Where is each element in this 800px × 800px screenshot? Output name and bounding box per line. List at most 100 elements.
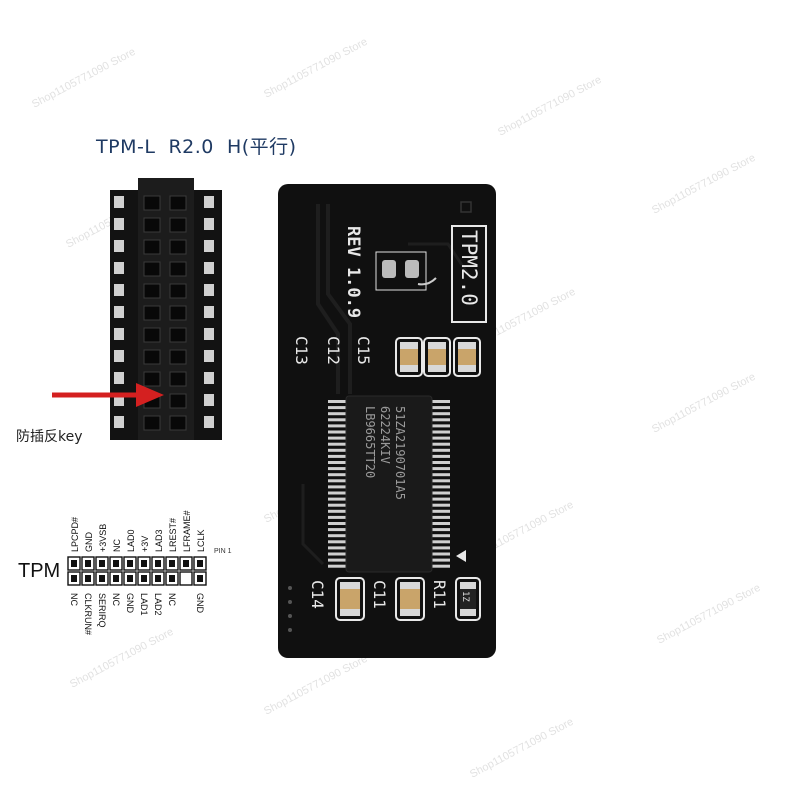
header-pin-dot bbox=[85, 560, 91, 567]
connector-pin bbox=[204, 372, 214, 384]
jumper-pads bbox=[375, 251, 437, 291]
connector-socket-hole bbox=[169, 349, 187, 365]
chip-lead bbox=[432, 485, 450, 489]
chip-lead bbox=[432, 412, 450, 416]
connector-socket-hole bbox=[169, 239, 187, 255]
pin-label-top: +3VSB bbox=[98, 523, 108, 552]
top-capacitors bbox=[395, 337, 481, 377]
pin-label-bottom: CLKRUN# bbox=[83, 593, 93, 636]
chip-lead bbox=[328, 442, 346, 446]
connector-pin bbox=[114, 350, 124, 362]
component-outline bbox=[335, 577, 365, 621]
header-pin-dot bbox=[155, 575, 161, 582]
chip-lead bbox=[328, 546, 346, 550]
connector-pin bbox=[114, 218, 124, 230]
chip-lead bbox=[432, 461, 450, 464]
pin-label-top: +3V bbox=[140, 535, 150, 552]
chip-lead bbox=[432, 540, 450, 544]
capacitor bbox=[428, 342, 446, 372]
chip-lead bbox=[432, 424, 450, 428]
pin-label-bottom: LAD2 bbox=[153, 593, 163, 616]
connector-socket-hole bbox=[169, 393, 187, 409]
capacitor bbox=[460, 582, 476, 616]
connector-pin bbox=[204, 240, 214, 252]
tpm-module-pcb: TPM2.0 REV 1.0.9 C13 C12 C15 LB9665TT20 … bbox=[278, 184, 496, 658]
chip-lead bbox=[328, 558, 346, 562]
component-outline bbox=[455, 577, 481, 621]
pin-label-bottom: GND bbox=[195, 593, 205, 613]
tpm20-text: TPM2.0 bbox=[457, 230, 481, 306]
pin-label-bottom: NC bbox=[69, 593, 79, 606]
chip-lead bbox=[432, 503, 450, 507]
capacitor-terminal bbox=[400, 365, 418, 372]
chip-lead bbox=[432, 491, 450, 495]
chip-lead bbox=[328, 418, 346, 422]
connector-pin bbox=[204, 218, 214, 230]
chip-lead bbox=[328, 515, 346, 519]
connector-pin bbox=[204, 394, 214, 406]
ref-r11: R11 bbox=[430, 580, 449, 609]
connector-pin bbox=[204, 262, 214, 274]
connector-socket-hole bbox=[169, 217, 187, 233]
pin1-triangle-icon bbox=[456, 550, 466, 562]
chip-lead bbox=[432, 558, 450, 562]
header-pin-dot bbox=[113, 560, 119, 567]
header-pin-dot bbox=[71, 560, 77, 567]
connector-pin bbox=[114, 284, 124, 296]
header-pin-dot bbox=[71, 575, 77, 582]
chip-lead bbox=[432, 454, 450, 458]
capacitor bbox=[400, 582, 420, 616]
key-label: 防插反key bbox=[16, 429, 83, 445]
capacitor-terminal bbox=[458, 365, 476, 372]
chip-lead bbox=[328, 528, 346, 532]
connector-socket-hole bbox=[143, 195, 161, 211]
capacitor-terminal bbox=[400, 609, 420, 616]
chip-lead bbox=[328, 509, 346, 513]
chip-lead bbox=[328, 534, 346, 538]
chip-lead bbox=[328, 412, 346, 416]
header-pin-dot bbox=[169, 575, 175, 582]
chip-lead bbox=[328, 454, 346, 458]
capacitor-terminal bbox=[340, 609, 360, 616]
chip-lead bbox=[432, 552, 450, 556]
connector-pin bbox=[114, 306, 124, 318]
pin1-label: PIN 1 bbox=[214, 548, 232, 555]
capacitor-terminal bbox=[428, 365, 446, 372]
header-pin-dot bbox=[197, 575, 203, 582]
connector-socket-hole bbox=[143, 349, 161, 365]
header-pin-dot bbox=[197, 560, 203, 567]
capacitor-terminal bbox=[460, 582, 476, 589]
capacitor-terminal bbox=[340, 582, 360, 589]
bottom-components: 1Z bbox=[335, 577, 481, 621]
capacitor bbox=[400, 342, 418, 372]
chip-line-3: 51ZA2190701A5 bbox=[393, 406, 407, 500]
chip-lead bbox=[432, 418, 450, 422]
pin-label-bottom: NC bbox=[111, 593, 121, 606]
chip-lead bbox=[328, 461, 346, 464]
connector-socket-hole bbox=[169, 327, 187, 343]
capacitor bbox=[458, 342, 476, 372]
connector-pin bbox=[114, 416, 124, 428]
chip-lead bbox=[328, 497, 346, 501]
chip-lead bbox=[432, 564, 450, 568]
chip-lead bbox=[432, 515, 450, 519]
chip-lead bbox=[328, 467, 346, 471]
chip-lead bbox=[328, 473, 346, 477]
connector-socket-image bbox=[110, 178, 222, 440]
connector-socket-hole bbox=[169, 415, 187, 431]
chip-lead bbox=[432, 467, 450, 471]
header-pin-dot bbox=[141, 560, 147, 567]
tpm-chip: LB9665TT20 62224KIV 51ZA2190701A5 bbox=[328, 395, 450, 573]
connector-pins bbox=[114, 195, 214, 431]
connector-pin bbox=[114, 262, 124, 274]
chip-lead bbox=[328, 491, 346, 495]
header-pin-dot bbox=[127, 575, 133, 582]
ref-c11: C11 bbox=[370, 580, 389, 609]
header-pin-dot bbox=[127, 560, 133, 567]
connector-socket-hole bbox=[169, 305, 187, 321]
chip-lead bbox=[328, 406, 346, 410]
capacitor-terminal bbox=[428, 342, 446, 349]
connector-pin bbox=[114, 196, 124, 208]
key-arrow-icon bbox=[52, 383, 164, 407]
chip-lead bbox=[328, 552, 346, 556]
